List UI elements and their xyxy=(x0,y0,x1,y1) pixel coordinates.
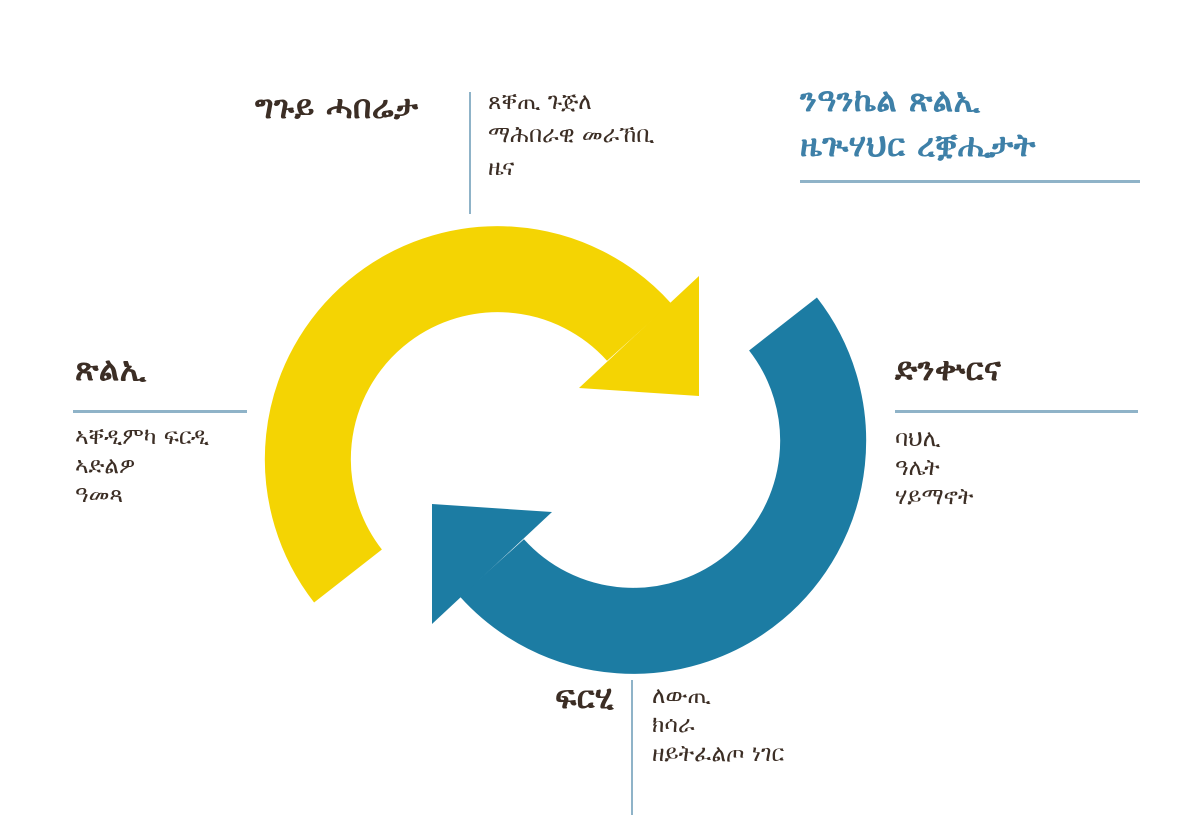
list-item: ኣድልዎ xyxy=(75,453,136,479)
page-title-line2: ዜጒሃህር ረቛሒታት xyxy=(800,126,1036,164)
title-underline xyxy=(800,180,1140,183)
heading-fear: ፍርሂ xyxy=(555,678,614,716)
divider-line-ignorance xyxy=(895,410,1138,413)
list-fear: ለውጢ ክሳራ ዘይትፈልጦ ነገር xyxy=(652,682,784,769)
list-item: ዘይትፈልጦ ነገር xyxy=(652,741,785,767)
list-item: ኣቐዲምካ ፍርዲ xyxy=(75,424,210,450)
heading-misinformation: ግጉይ ሓበሬታ xyxy=(255,88,419,126)
list-item: ዓሌት xyxy=(895,455,940,481)
list-item: ባህሊ xyxy=(895,426,941,452)
page-title: ንዓንኬል ጽልኢ ዜጒሃህር ረቛሒታት xyxy=(800,78,1036,168)
list-item: ዜና xyxy=(488,155,515,181)
heading-ignorance: ድንቍርና xyxy=(895,350,1002,388)
list-ignorance: ባህሊ ዓሌት ሃይማኖት xyxy=(895,425,973,512)
list-item: ጸቐጢ ጉጅለ xyxy=(488,89,592,115)
page-title-line1: ንዓንኬል ጽልኢ xyxy=(800,81,981,119)
list-item: ሃይማኖት xyxy=(895,484,974,510)
list-hatred: ኣቐዲምካ ፍርዲ ኣድልዎ ዓመጻ xyxy=(75,423,209,510)
list-item: ክሳራ xyxy=(652,712,695,738)
list-item: ዓመጻ xyxy=(75,482,124,508)
list-item: ማሕበራዊ መራኸቢ xyxy=(488,122,655,148)
list-item: ለውጢ xyxy=(652,683,711,709)
list-misinformation: ጸቐጢ ጉጅለ ማሕበራዊ መራኸቢ ዜና xyxy=(488,86,654,185)
divider-line-vertical-fear xyxy=(631,680,633,815)
divider-line-vertical-misinformation xyxy=(469,92,471,214)
divider-line-hatred xyxy=(73,410,247,413)
heading-hatred: ጽልኢ xyxy=(75,350,147,388)
